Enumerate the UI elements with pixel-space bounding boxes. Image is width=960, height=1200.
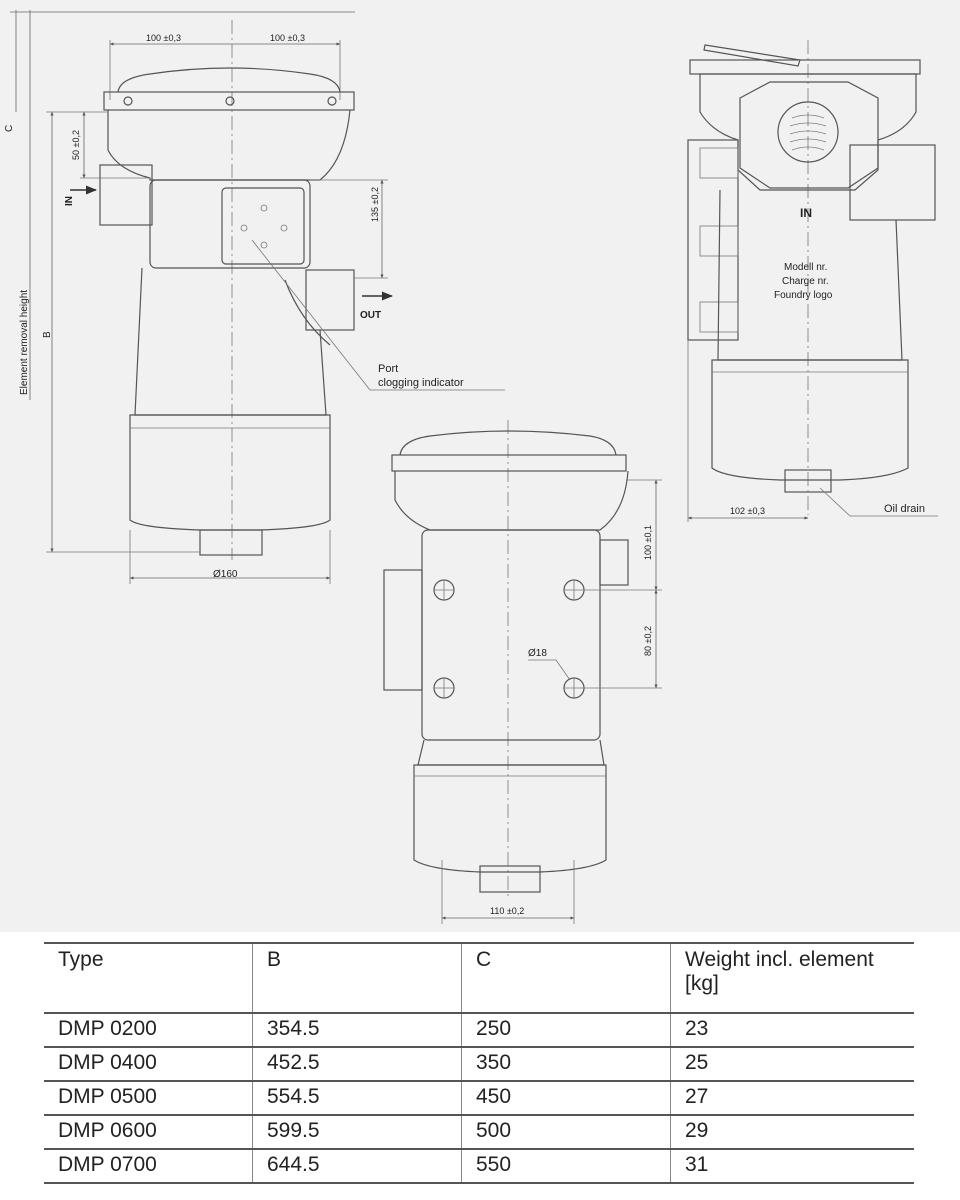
dim-100-right: 100 ±0,3 bbox=[270, 33, 305, 43]
in-label-side: IN bbox=[64, 196, 75, 206]
cell-weight: 27 bbox=[670, 1081, 914, 1116]
in-label-rear: IN bbox=[800, 206, 812, 220]
cell-weight: 29 bbox=[670, 1115, 914, 1150]
cell-weight: 23 bbox=[670, 1013, 914, 1048]
dia-18-label: Ø18 bbox=[528, 648, 547, 659]
cell-b: 452.5 bbox=[252, 1047, 462, 1082]
dim-c: C bbox=[4, 125, 15, 132]
cell-c: 550 bbox=[461, 1149, 671, 1184]
table-header-row: Type B C Weight incl. element [kg] bbox=[44, 942, 914, 1014]
port-label: Port bbox=[378, 363, 398, 375]
oil-drain-label: Oil drain bbox=[884, 503, 925, 515]
header-c: C bbox=[461, 942, 671, 1014]
clogging-indicator-label: clogging indicator bbox=[378, 377, 464, 389]
foundry-logo-label: Foundry logo bbox=[774, 290, 833, 301]
dim-80: 80 ±0,2 bbox=[643, 626, 653, 656]
cell-type: DMP 0600 bbox=[44, 1115, 253, 1150]
header-type: Type bbox=[44, 942, 253, 1014]
charge-label: Charge nr. bbox=[782, 276, 829, 287]
technical-drawing: 100 ±0,3 100 ±0,3 C 50 ±0,2 135 ±0,2 B E… bbox=[0, 0, 960, 932]
dim-50: 50 ±0,2 bbox=[71, 130, 81, 160]
modell-label: Modell nr. bbox=[784, 262, 827, 273]
cell-b: 554.5 bbox=[252, 1081, 462, 1116]
cell-c: 350 bbox=[461, 1047, 671, 1082]
table-row: DMP 0600 599.5 500 29 bbox=[44, 1115, 914, 1150]
dim-135: 135 ±0,2 bbox=[370, 187, 380, 222]
cell-type: DMP 0500 bbox=[44, 1081, 253, 1116]
cell-b: 354.5 bbox=[252, 1013, 462, 1048]
cell-c: 250 bbox=[461, 1013, 671, 1048]
cell-c: 450 bbox=[461, 1081, 671, 1116]
out-label: OUT bbox=[360, 310, 381, 321]
dim-102: 102 ±0,3 bbox=[730, 506, 765, 516]
header-b: B bbox=[252, 942, 462, 1014]
dim-110: 110 ±0,2 bbox=[490, 906, 524, 916]
table-row: DMP 0200 354.5 250 23 bbox=[44, 1013, 914, 1048]
element-removal-height-label: Element removal height bbox=[19, 290, 30, 395]
cell-type: DMP 0700 bbox=[44, 1149, 253, 1184]
specification-table-area: Type B C Weight incl. element [kg] DMP 0… bbox=[0, 932, 960, 1200]
dim-100-left: 100 ±0,3 bbox=[146, 33, 181, 43]
cell-weight: 31 bbox=[670, 1149, 914, 1184]
dim-100-front: 100 ±0,1 bbox=[643, 525, 653, 560]
table-row: DMP 0700 644.5 550 31 bbox=[44, 1149, 914, 1184]
specification-table: Type B C Weight incl. element [kg] DMP 0… bbox=[44, 942, 914, 1184]
cell-b: 599.5 bbox=[252, 1115, 462, 1150]
cell-weight: 25 bbox=[670, 1047, 914, 1082]
side-view: 100 ±0,3 100 ±0,3 C 50 ±0,2 135 ±0,2 B E… bbox=[4, 10, 505, 584]
dia-160-label: Ø160 bbox=[213, 569, 238, 580]
dim-b: B bbox=[42, 331, 53, 338]
cell-type: DMP 0200 bbox=[44, 1013, 253, 1048]
table-row: DMP 0500 554.5 450 27 bbox=[44, 1081, 914, 1116]
table-row: DMP 0400 452.5 350 25 bbox=[44, 1047, 914, 1082]
header-weight: Weight incl. element [kg] bbox=[670, 942, 914, 1014]
cell-c: 500 bbox=[461, 1115, 671, 1150]
rear-view: IN Modell nr. Charge nr. Foundry logo 10… bbox=[687, 40, 938, 522]
cell-type: DMP 0400 bbox=[44, 1047, 253, 1082]
front-view: 100 ±0,1 80 ±0,2 Ø18 110 ±0,2 bbox=[383, 420, 662, 924]
cell-b: 644.5 bbox=[252, 1149, 462, 1184]
